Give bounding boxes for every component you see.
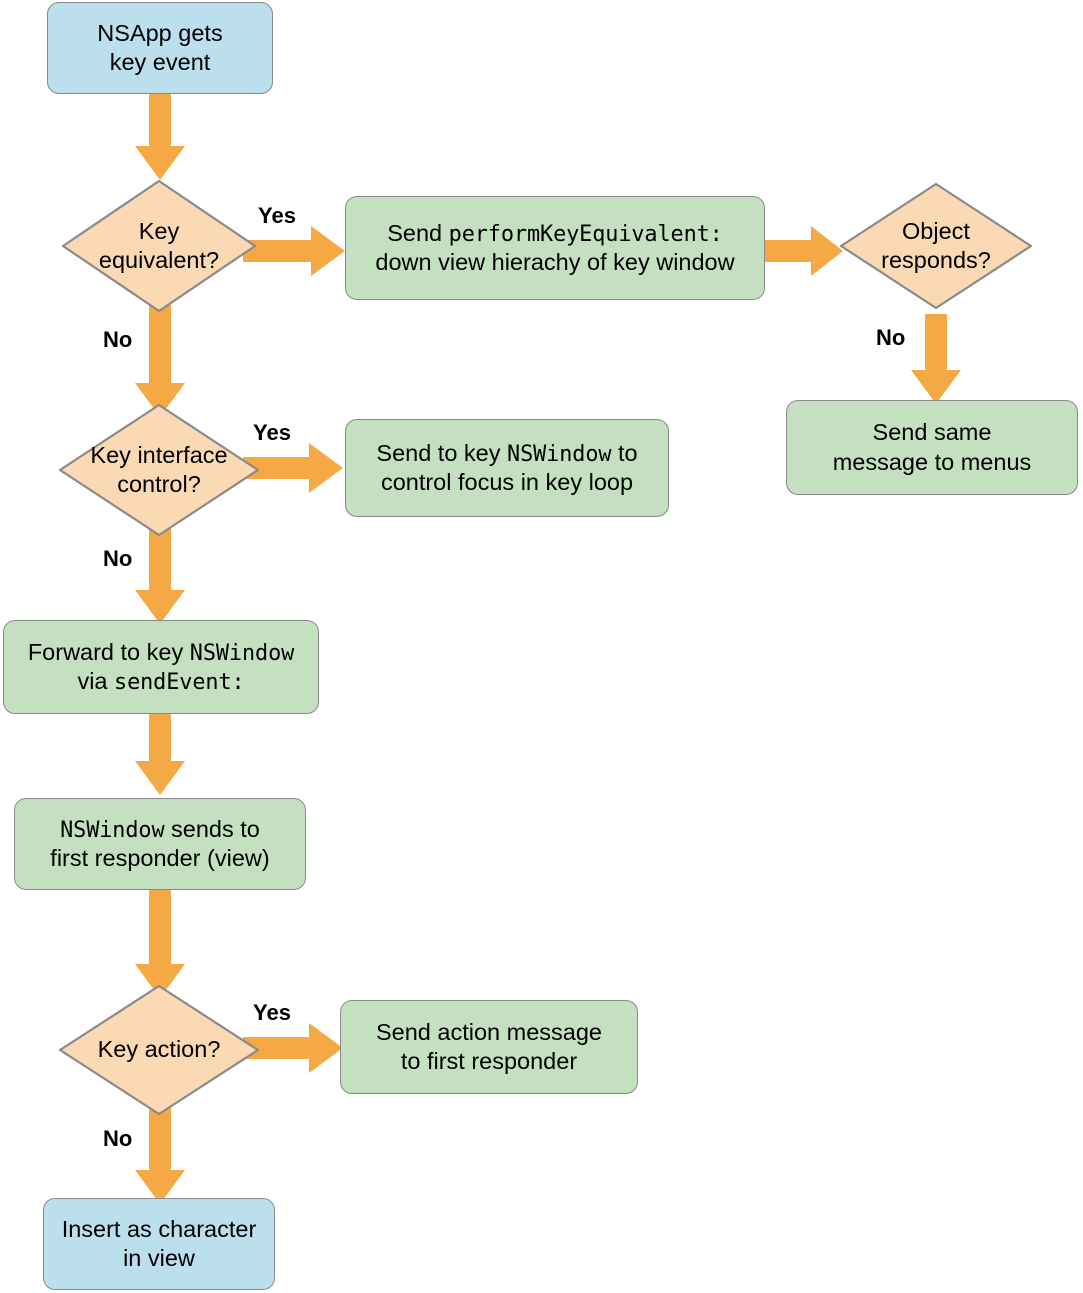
node-nswindow-sends-to-first-responder[interactable]: NSWindow sends to first responder (view) [14, 798, 306, 890]
node-line-1: Insert as character [61, 1215, 257, 1242]
node-line-2: down view hierachy of key window [375, 249, 735, 275]
node-line-1-code: performKeyEquivalent: [448, 221, 723, 247]
node-line-1-suffix: sends to [164, 815, 260, 842]
node-line-1-suffix: to [611, 439, 638, 466]
node-insert-as-character[interactable]: Insert as character in view [43, 1198, 275, 1290]
diamond-shape [58, 403, 260, 537]
edge-label-object-responds-no: No [876, 325, 906, 350]
node-line-2: to first responder [400, 1048, 578, 1074]
edge-label-key-interface-control-no: No [103, 546, 133, 571]
node-line-1-code: NSWindow [60, 817, 165, 843]
node-line-1: Send action message [375, 1018, 602, 1045]
arrow-object-responds-no [911, 314, 961, 404]
node-line-2: first responder (view) [50, 845, 270, 871]
node-line-1: Send same [872, 419, 992, 446]
edge-label-key-equivalent-no: No [103, 327, 133, 352]
node-send-perform-key-equivalent[interactable]: Send performKeyEquivalent: down view hie… [345, 196, 765, 300]
diamond-shape [839, 182, 1033, 310]
arrow-forward-to-nswindow-sends [135, 710, 185, 795]
node-line-1-prefix: Forward to key [27, 638, 190, 665]
diamond-shape [61, 179, 257, 313]
node-key-action-decision[interactable]: Key action? [57, 983, 261, 1117]
node-line-2: message to menus [832, 448, 1032, 475]
node-line-2-prefix: via [77, 668, 115, 694]
node-line-1-prefix: Send to key [376, 439, 508, 466]
node-line-1-prefix: Send [387, 219, 449, 246]
node-line-2: key event [109, 49, 211, 75]
node-line-2-code: sendEvent: [114, 670, 245, 695]
node-line-2: in view [123, 1245, 195, 1271]
node-line-1-code: NSWindow [189, 640, 295, 666]
node-send-action-message[interactable]: Send action message to first responder [340, 1000, 638, 1094]
edge-label-key-action-yes: Yes [253, 1000, 291, 1025]
node-line-1-code: NSWindow [507, 441, 612, 467]
diamond-shape [58, 984, 260, 1116]
node-object-responds-decision[interactable]: Object responds? [838, 181, 1034, 311]
edge-label-key-equivalent-yes: Yes [258, 203, 296, 228]
node-forward-to-key-nswindow[interactable]: Forward to key NSWindow via sendEvent: [3, 620, 319, 714]
edge-label-key-interface-control-yes: Yes [253, 420, 291, 445]
node-key-interface-control-decision[interactable]: Key interface control? [57, 402, 261, 538]
node-line-1: NSApp gets [97, 19, 223, 46]
node-line-2: control focus in key loop [380, 469, 634, 495]
arrow-key-equivalent-no [135, 305, 185, 417]
node-key-equivalent-decision[interactable]: Key equivalent? [60, 178, 258, 314]
edge-label-key-action-no: No [103, 1126, 133, 1151]
arrow-start-to-key-equivalent [135, 92, 185, 180]
node-send-to-key-nswindow[interactable]: Send to key NSWindow to control focus in… [345, 419, 669, 517]
arrow-key-action-yes [243, 1023, 343, 1073]
arrow-key-interface-control-no [135, 524, 185, 624]
arrow-perform-to-object-responds [763, 226, 843, 276]
arrow-key-interface-control-yes [243, 443, 343, 493]
arrow-key-action-no [135, 1104, 185, 1204]
arrow-nswindow-sends-to-key-action [135, 888, 185, 998]
node-send-same-message-to-menus[interactable]: Send same message to menus [786, 400, 1078, 495]
arrow-key-equivalent-yes [243, 226, 345, 276]
node-nsapp-gets-key-event[interactable]: NSApp gets key event [47, 2, 273, 94]
